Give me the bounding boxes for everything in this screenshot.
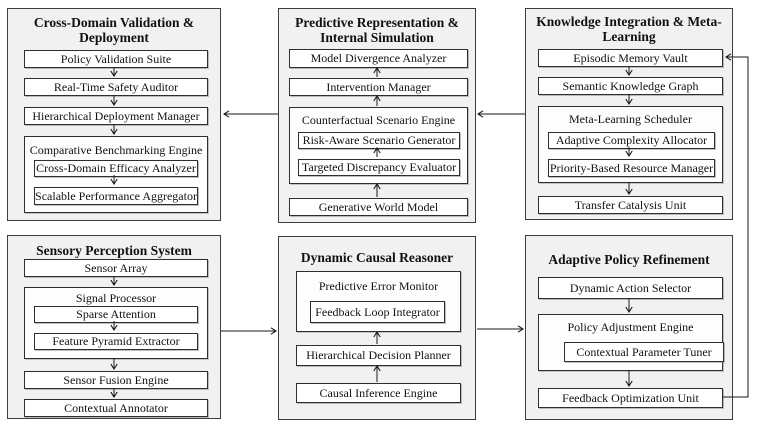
box-model-divergence-analyzer: Model Divergence Analyzer [289,49,468,68]
box-hierarchical-decision-planner: Hierarchical Decision Planner [296,345,461,366]
group-meta-learning-scheduler: Meta-Learning Scheduler Adaptive Complex… [538,106,723,183]
box-targeted-discrepancy-evaluator: Targeted Discrepancy Evaluator [298,159,460,176]
group-label-policy-adjustment-engine: Policy Adjustment Engine [567,320,694,334]
panel-dynamic-causal-reasoner: Dynamic Causal Reasoner Predictive Error… [278,236,476,420]
group-label-signal-processor: Signal Processor [75,291,157,305]
box-causal-inference-engine: Causal Inference Engine [296,383,461,403]
group-counterfactual-scenario-engine: Counterfactual Scenario Engine Risk-Awar… [289,107,468,184]
panel-title-predictive-representation: Predictive Representation & Internal Sim… [295,15,459,45]
box-cross-domain-efficacy-analyzer: Cross-Domain Efficacy Analyzer [34,160,198,177]
box-policy-validation-suite: Policy Validation Suite [24,50,208,68]
box-feedback-optimization-unit: Feedback Optimization Unit [538,388,723,408]
panel-title-sensory-perception: Sensory Perception System [36,243,192,258]
box-generative-world-model: Generative World Model [289,198,468,216]
box-semantic-knowledge-graph: Semantic Knowledge Graph [538,77,723,95]
box-hierarchical-deployment-manager: Hierarchical Deployment Manager [24,107,208,125]
group-label-comparative-benchmarking-engine: Comparative Benchmarking Engine [29,143,203,157]
box-dynamic-action-selector: Dynamic Action Selector [538,277,723,299]
panel-predictive-representation: Predictive Representation & Internal Sim… [278,8,476,223]
box-intervention-manager: Intervention Manager [289,78,468,96]
box-contextual-annotator: Contextual Annotator [24,399,208,417]
group-label-predictive-error-monitor: Predictive Error Monitor [318,279,439,293]
box-transfer-catalysis-unit: Transfer Catalysis Unit [538,196,723,214]
box-sparse-attention: Sparse Attention [34,306,198,323]
box-feedback-loop-integrator: Feedback Loop Integrator [310,301,445,323]
panel-title-adaptive-policy-refinement: Adaptive Policy Refinement [548,252,710,267]
box-scalable-performance-aggregator: Scalable Performance Aggregator [34,187,198,205]
panel-title-cross-domain-validation: Cross-Domain Validation & Deployment [33,15,195,45]
panel-title-knowledge-integration: Knowledge Integration & Meta-Learning [536,14,722,44]
box-risk-aware-scenario-generator: Risk-Aware Scenario Generator [298,132,460,149]
panel-title-dynamic-causal-reasoner: Dynamic Causal Reasoner [300,250,454,265]
panel-sensory-perception: Sensory Perception System Sensor Array S… [7,235,221,419]
panel-adaptive-policy-refinement: Adaptive Policy Refinement Dynamic Actio… [525,235,733,420]
group-predictive-error-monitor: Predictive Error Monitor Feedback Loop I… [296,271,461,332]
panel-cross-domain-validation: Cross-Domain Validation & Deployment Pol… [7,8,221,221]
group-label-meta-learning-scheduler: Meta-Learning Scheduler [569,112,692,126]
box-feature-pyramid-extractor: Feature Pyramid Extractor [34,333,198,350]
box-sensor-fusion-engine: Sensor Fusion Engine [24,371,208,389]
box-sensor-array: Sensor Array [24,259,208,277]
group-signal-processor: Signal Processor Sparse Attention Featur… [24,287,208,359]
box-adaptive-complexity-allocator: Adaptive Complexity Allocator [548,132,715,149]
box-contextual-parameter-tuner: Contextual Parameter Tuner [564,342,724,362]
panel-knowledge-integration: Knowledge Integration & Meta-Learning Ep… [525,8,733,220]
box-priority-based-resource-manager: Priority-Based Resource Manager [548,159,715,177]
box-real-time-safety-auditor: Real-Time Safety Auditor [24,78,208,96]
box-episodic-memory-vault: Episodic Memory Vault [538,49,723,67]
group-comparative-benchmarking-engine: Comparative Benchmarking Engine Cross-Do… [24,136,208,213]
group-label-counterfactual-scenario-engine: Counterfactual Scenario Engine [301,113,456,127]
group-policy-adjustment-engine: Policy Adjustment Engine Contextual Para… [538,314,724,371]
